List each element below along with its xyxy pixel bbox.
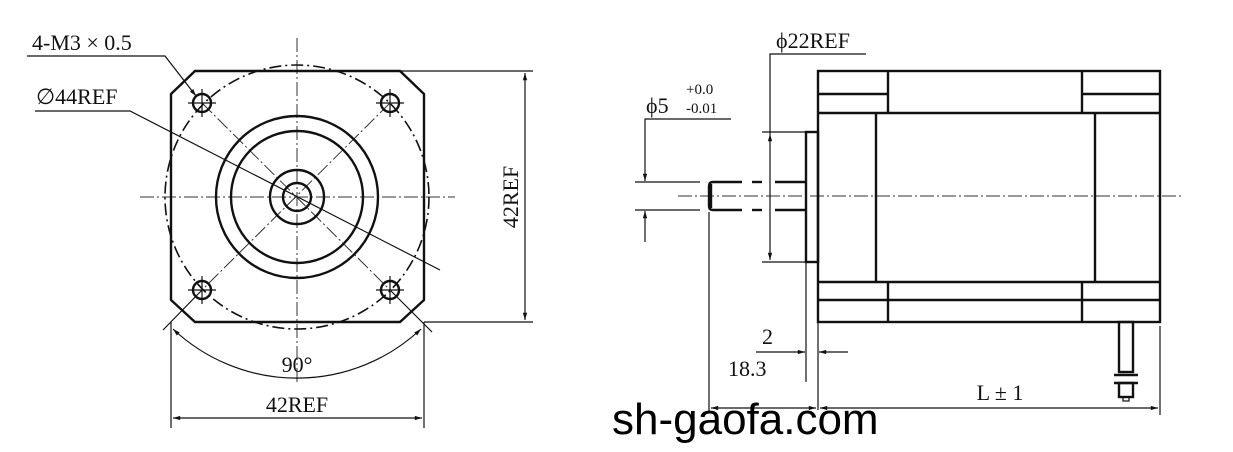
front-view: 4-M3 × 0.5 ∅44REF 42REF 42REF 90°	[27, 30, 533, 428]
angle-arc	[172, 328, 422, 379]
connector	[1114, 320, 1138, 402]
angle-label: 90°	[282, 352, 313, 377]
side-view: ϕ22REF ϕ5 +0.0 -0.01 2 18.3 L ± 1	[635, 28, 1182, 415]
thread-label: 4-M3 × 0.5	[32, 30, 132, 55]
shaft-tolerance-lower: -0.01	[686, 101, 717, 117]
shaft-leader	[642, 118, 731, 181]
boss-outer-circle	[214, 114, 380, 280]
watermark: sh-gaofa.com	[612, 395, 879, 444]
flange-thickness-label: 2	[762, 324, 773, 349]
flange-boss	[804, 130, 820, 264]
thread-leader	[27, 55, 197, 97]
boss-inner-circle	[229, 129, 365, 265]
pcd-label: ∅44REF	[36, 84, 118, 109]
flange-leader	[769, 53, 866, 134]
shaft-length-label: 18.3	[728, 356, 767, 381]
flange-square	[169, 69, 426, 324]
bearing-circle	[268, 168, 326, 226]
shaft-circle	[281, 181, 313, 213]
height-label: 42REF	[498, 166, 523, 228]
shaft-label: ϕ5	[646, 93, 669, 118]
width-label: 42REF	[266, 392, 328, 417]
pcd-leader	[35, 110, 441, 271]
shaft-tolerance-upper: +0.0	[686, 82, 713, 98]
body-length-label: L ± 1	[977, 380, 1024, 405]
shaft	[707, 180, 806, 212]
flange-label: ϕ22REF	[776, 28, 850, 53]
